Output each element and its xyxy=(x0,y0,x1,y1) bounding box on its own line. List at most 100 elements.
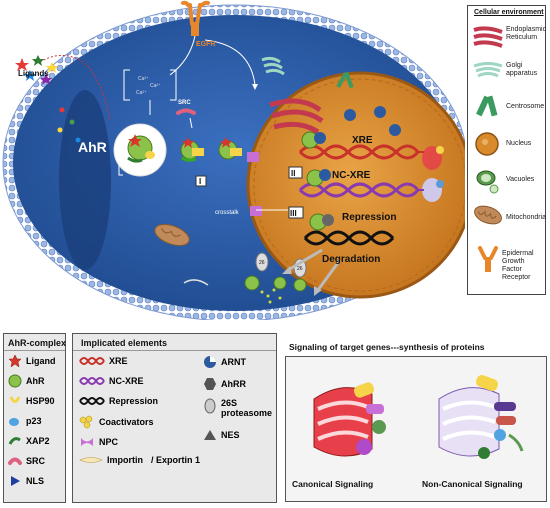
nes-label: NES xyxy=(221,430,240,440)
ahr-complex-moving-2 xyxy=(218,137,242,160)
svg-text:Ca²⁺: Ca²⁺ xyxy=(136,90,147,96)
endoplasmic-reticulum-icon xyxy=(473,26,503,48)
legend-exportin: / Exportin 1 xyxy=(151,455,200,465)
repression-icon xyxy=(79,397,105,405)
crosstalk-label: crosstalk xyxy=(215,210,240,216)
coactivators-icon xyxy=(79,415,93,429)
legend-importin: Importin xyxy=(79,455,143,465)
legend-p23: p23 xyxy=(8,414,42,428)
ncxre-dna xyxy=(298,182,420,198)
svg-text:Ca²⁺: Ca²⁺ xyxy=(138,76,149,82)
ahr-complex-title: AhR-complex xyxy=(8,338,67,348)
egfr-legend-label: Epidermal Growth Factor Receptor xyxy=(502,250,534,281)
noncanonical-label: Non-Canonical Signaling xyxy=(422,479,523,489)
ncxre-legend-label: NC-XRE xyxy=(109,376,144,386)
p23-label: p23 xyxy=(26,416,42,426)
legend-src: SRC xyxy=(8,454,45,468)
ahr-cell-label: AhR xyxy=(78,139,107,155)
xre-icon xyxy=(79,357,105,365)
xap2-icon xyxy=(8,437,21,445)
xre-dna xyxy=(298,144,420,160)
golgi-icon xyxy=(473,62,503,78)
centrosome-icon xyxy=(476,95,498,117)
legend-npc: NPC xyxy=(79,435,118,449)
p23-icon xyxy=(9,418,19,426)
legend-coactivators: Coactivators xyxy=(79,415,154,429)
er-label: Endoplasmic Reticulum xyxy=(506,26,547,41)
importin-label: Importin xyxy=(107,455,143,465)
centrosome-label: Centrosome xyxy=(506,103,545,110)
src-icon xyxy=(8,457,22,465)
legend-ncxre: NC-XRE xyxy=(79,375,144,387)
legend-arnt: ARNT xyxy=(203,355,246,369)
proteasome-icon xyxy=(204,398,216,414)
canonical-label: Canonical Signaling xyxy=(292,479,374,489)
egfr-receptor xyxy=(181,0,210,36)
arnt-label: ARNT xyxy=(221,357,246,367)
coactivators-label: Coactivators xyxy=(99,417,154,427)
vacuoles-label: Vacuoles xyxy=(506,176,535,183)
cellular-environment-title: Cellular environment xyxy=(474,9,544,16)
legend-ligand: Ligand xyxy=(8,354,56,368)
ligand-label: Ligand xyxy=(26,356,56,366)
centrosome-in-cell xyxy=(336,71,354,89)
legend-hsp90: HSP90 xyxy=(8,394,55,408)
proteasome-legend-label: 26S proteasome xyxy=(221,398,273,418)
src-label: SRC xyxy=(178,100,191,106)
repression-label: Repression xyxy=(342,212,396,223)
legend-ahr: AhR xyxy=(8,374,45,388)
nes-icon xyxy=(204,430,216,440)
xre-label: XRE xyxy=(352,135,373,146)
ncxre-label: NC-XRE xyxy=(332,170,371,181)
step-iii-label: III xyxy=(290,209,297,218)
ligand-icon xyxy=(8,354,22,368)
implicated-title: Implicated elements xyxy=(81,338,168,348)
repression-legend-label: Repression xyxy=(109,396,159,406)
legend-repression: Repression xyxy=(79,395,158,407)
signaling-title: Signaling of target genes---synthesis of… xyxy=(289,342,485,352)
repression-dna xyxy=(303,230,395,246)
src-legend-label: SRC xyxy=(26,456,46,466)
ahrr-label: AhRR xyxy=(221,379,246,389)
ahr-complex-moving-1 xyxy=(180,137,204,162)
egfr-icon xyxy=(478,246,498,272)
vacuoles-icon xyxy=(476,170,499,194)
mitochondria-icon xyxy=(474,205,502,225)
mitochondria-label: Mitochondria xyxy=(506,214,547,221)
noncanonical-signaling-illustration xyxy=(438,375,524,459)
npc-icon xyxy=(81,438,93,446)
legend-nls: NLS xyxy=(8,474,44,488)
er-in-cell xyxy=(269,98,324,135)
cellular-environment-legend: Cellular environment Endoplasmic Reticul… xyxy=(467,5,546,295)
nucleus-label: Nucleus xyxy=(506,140,532,147)
legend-xap2: XAP2 xyxy=(8,434,50,448)
synthesized-proteins xyxy=(422,146,444,202)
legend-proteasome: 26S proteasome xyxy=(203,398,272,418)
ahr-complex-panel: AhR-complex Ligand AhR HSP90 p23 XAP2 SR… xyxy=(3,333,66,503)
ligands-label: Ligands xyxy=(18,69,49,78)
ligand-stars xyxy=(15,55,58,85)
ncxre-icon xyxy=(79,377,105,385)
nls-label: NLS xyxy=(26,476,44,486)
nls-icon xyxy=(11,476,20,486)
golgi-in-cell xyxy=(261,56,285,76)
step-ii-label: II xyxy=(291,169,295,178)
egfr-label: EGFR xyxy=(196,41,215,48)
canonical-signaling-illustration xyxy=(313,382,386,457)
proteasome-label-b: 26 xyxy=(259,260,265,266)
hsp90-label: HSP90 xyxy=(26,396,55,406)
hsp90-icon xyxy=(9,396,21,403)
step-i-label: I xyxy=(199,177,201,186)
ahrr-icon xyxy=(204,378,216,390)
arnt-icon xyxy=(204,356,216,368)
svg-text:Ca²⁺: Ca²⁺ xyxy=(150,83,161,89)
proteasome-group xyxy=(244,248,342,304)
nucleus-icon xyxy=(475,132,499,156)
calcium-bracket: Ca²⁺ Ca²⁺ Ca²⁺ xyxy=(123,69,177,115)
legend-ahrr: AhRR xyxy=(203,377,246,391)
importin-icon xyxy=(79,457,103,463)
signaling-panel: Canonical Signaling Non-Canonical Signal… xyxy=(285,356,547,502)
ahr-label: AhR xyxy=(26,376,45,386)
ahr-icon xyxy=(8,374,22,388)
xap2-label: XAP2 xyxy=(26,436,50,446)
